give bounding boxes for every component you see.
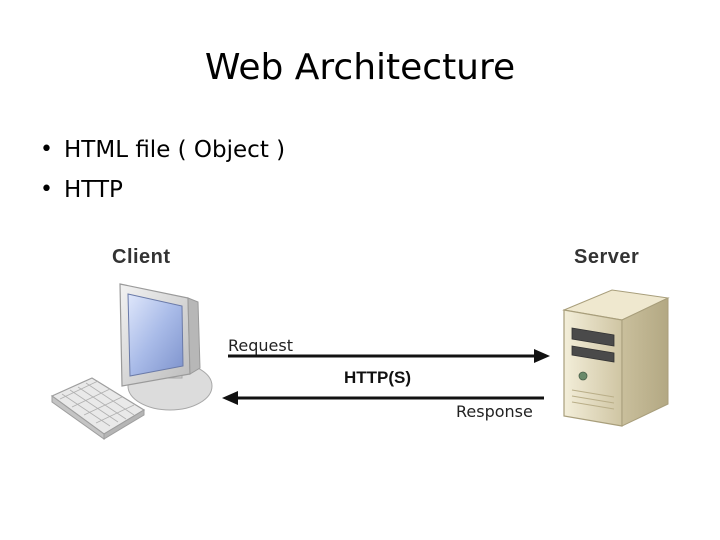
request-arrow <box>228 349 550 363</box>
client-server-diagram: Client Server Request HTTP(S) Response <box>40 236 680 456</box>
keyboard-icon <box>50 377 146 440</box>
bullet-list: • HTML file ( Object ) • HTTP <box>40 130 285 210</box>
protocol-label: HTTP(S) <box>344 368 412 387</box>
bullet-item-html-file: • HTML file ( Object ) <box>40 130 285 170</box>
server-label: Server <box>574 246 640 268</box>
bullet-text: HTML file ( Object ) <box>64 137 286 163</box>
response-label: Response <box>456 402 533 421</box>
bullet-marker: • <box>40 137 53 162</box>
slide-title: Web Architecture <box>204 47 516 88</box>
bullet-item-http: • HTTP <box>40 170 285 210</box>
response-arrow <box>222 391 544 405</box>
desktop-computer-icon <box>119 283 213 411</box>
diagram-graphics <box>50 283 670 440</box>
server-tower-icon <box>562 289 670 427</box>
request-label: Request <box>228 336 293 355</box>
bullet-text: HTTP <box>64 177 123 203</box>
bullet-marker: • <box>40 177 53 202</box>
client-label: Client <box>112 246 171 268</box>
